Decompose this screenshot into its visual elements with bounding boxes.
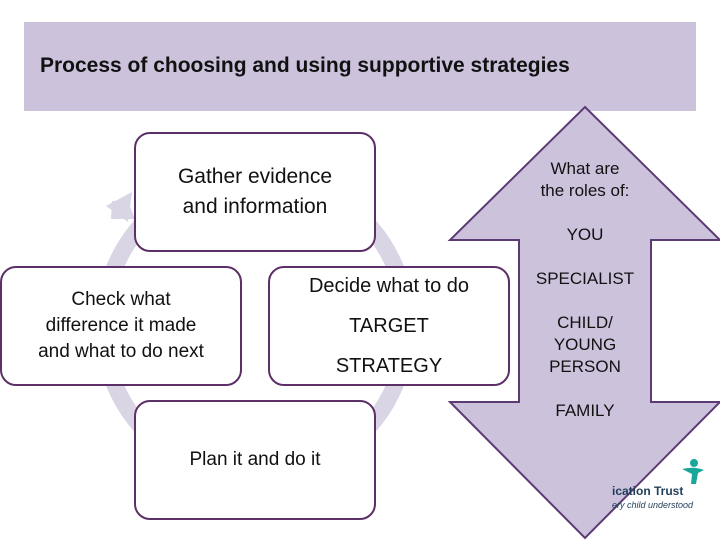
step-line: and what to do next xyxy=(38,341,204,362)
step-line: Plan it and do it xyxy=(189,449,321,470)
logo-name: ication Trust xyxy=(612,484,684,498)
roles-arrow-shape xyxy=(447,105,720,540)
cycle-arrowhead-tip xyxy=(106,192,132,222)
role-child-line: YOUNG xyxy=(553,335,617,354)
step-line: Decide what to do xyxy=(308,275,470,297)
logo-figure-icon xyxy=(682,459,704,484)
step-line: STRATEGY xyxy=(335,355,443,377)
role-you: YOU xyxy=(566,225,604,244)
role-family: FAMILY xyxy=(555,401,615,420)
roles-heading-line: What are xyxy=(550,159,620,178)
role-specialist: SPECIALIST xyxy=(535,269,635,288)
step-line: Gather evidence xyxy=(177,165,333,188)
step-line: Check what xyxy=(71,289,171,310)
step-line: and information xyxy=(182,195,328,218)
roles-heading-line: the roles of: xyxy=(540,181,630,200)
step-line: difference it made xyxy=(45,315,197,336)
role-child-line: PERSON xyxy=(549,357,621,376)
logo-tagline: ery child understood xyxy=(612,500,694,510)
step-plan-and-do: Plan it and do it xyxy=(134,400,376,520)
step-line: TARGET xyxy=(349,315,429,337)
role-child-line: CHILD/ xyxy=(557,313,613,332)
step-check-difference: Check what difference it made and what t… xyxy=(0,266,242,386)
roles-list: What are the roles of: YOU SPECIALIST CH… xyxy=(530,158,640,422)
page-title: Process of choosing and using supportive… xyxy=(40,54,570,77)
title-bar: Process of choosing and using supportive… xyxy=(24,22,696,111)
trust-logo: ication Trust ery child understood xyxy=(612,458,720,518)
step-gather-evidence: Gather evidence and information xyxy=(134,132,376,252)
step-decide: Decide what to do TARGET STRATEGY xyxy=(268,266,510,386)
